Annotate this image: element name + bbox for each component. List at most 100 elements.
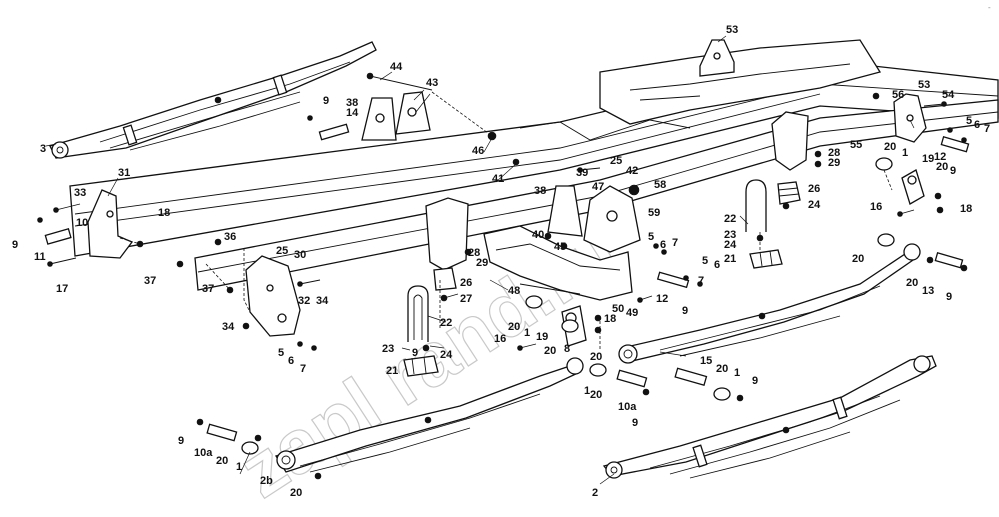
callout-42: 42	[626, 165, 638, 177]
callout-22: 22	[724, 213, 736, 225]
callout-26: 26	[808, 183, 820, 195]
callout-41: 41	[492, 173, 504, 185]
callout-1: 1	[236, 461, 242, 473]
callout-28: 28	[468, 247, 480, 259]
leader-lines	[45, 35, 915, 485]
callout-46: 46	[472, 145, 484, 157]
callout-34: 34	[222, 321, 235, 333]
callout-9: 9	[950, 165, 956, 177]
callout-49: 49	[626, 307, 638, 319]
callout-9: 9	[12, 239, 18, 251]
callout-9: 9	[323, 95, 329, 107]
callout-19: 19	[536, 331, 548, 343]
callout-29: 29	[476, 257, 488, 269]
callout-37: 37	[144, 275, 156, 287]
callout-9: 9	[632, 417, 638, 429]
callout-20: 20	[906, 277, 918, 289]
callout-27: 27	[460, 293, 472, 305]
spring-pad-21-right	[749, 249, 783, 269]
callout-23: 23	[724, 229, 736, 241]
callout-20: 20	[290, 487, 302, 499]
callout-5: 5	[648, 231, 654, 243]
callout-7: 7	[698, 275, 704, 287]
callout-18: 18	[960, 203, 972, 215]
callout-20: 20	[508, 321, 520, 333]
callout-40: 40	[532, 229, 544, 241]
callout-2: 2	[592, 487, 598, 499]
callout-9: 9	[682, 305, 688, 317]
callout-20: 20	[544, 345, 556, 357]
callout-39: 39	[576, 167, 588, 179]
callout-30: 30	[294, 249, 306, 261]
callout-28: 28	[828, 147, 840, 159]
callout-59: 59	[648, 207, 660, 219]
callout-9: 9	[752, 375, 758, 387]
callout-48: 48	[508, 285, 520, 297]
callout-20: 20	[716, 363, 728, 375]
callout-19: 19	[922, 153, 934, 165]
callout-1: 1	[584, 385, 590, 397]
callout-10: 10	[76, 217, 88, 229]
callout-8: 8	[564, 343, 570, 355]
callout-17: 17	[56, 283, 68, 295]
callout-1: 1	[734, 367, 740, 379]
callout-12: 12	[934, 151, 946, 163]
callout-36: 36	[224, 231, 236, 243]
callout-20: 20	[590, 389, 602, 401]
callout-24: 24	[724, 239, 737, 251]
leaf-spring-2	[602, 355, 937, 479]
callout-50: 50	[612, 303, 624, 315]
callout-20: 20	[936, 161, 948, 173]
callout-10a: 10a	[194, 447, 213, 459]
callout-31: 31	[118, 167, 130, 179]
callout-45: 45	[554, 241, 566, 253]
callout-24: 24	[440, 349, 453, 361]
pins-and-bushings	[44, 123, 970, 455]
callout-44: 44	[390, 61, 403, 73]
callout-24: 24	[808, 199, 821, 211]
bracket-25-left	[245, 255, 301, 337]
callout-6: 6	[714, 259, 720, 271]
frame-rail-left	[69, 59, 999, 257]
callout-55: 55	[850, 139, 862, 151]
callout-16: 16	[494, 333, 506, 345]
callout-54: 54	[942, 89, 955, 101]
bolts-and-nuts	[37, 72, 968, 480]
callout-32: 32	[298, 295, 310, 307]
callout-22: 22	[440, 317, 452, 329]
u-bolt-22-left	[407, 285, 429, 342]
assembly-lines	[119, 91, 893, 350]
callout-3: 3	[40, 143, 46, 155]
bracket-38-right	[547, 185, 641, 253]
callout-58: 58	[654, 179, 666, 191]
bracket-43	[361, 91, 431, 141]
callout-5: 5	[702, 255, 708, 267]
rear-shackle-19	[901, 169, 925, 205]
callout-15: 15	[700, 355, 712, 367]
callout-25: 25	[276, 245, 288, 257]
callout-16: 16	[870, 201, 882, 213]
callout-11: 11	[34, 251, 46, 263]
callout-10a: 10a	[618, 401, 637, 413]
callout-6: 6	[660, 239, 666, 251]
callout-29: 29	[828, 157, 840, 169]
callout-9: 9	[412, 347, 418, 359]
callout-21: 21	[386, 365, 398, 377]
corner-mark: -	[988, 3, 991, 12]
callout-1: 1	[902, 147, 908, 159]
callout-34: 34	[316, 295, 329, 307]
leaf-spring-2b	[275, 357, 584, 473]
callout-18: 18	[158, 207, 170, 219]
u-bolt-22-right	[745, 179, 767, 232]
callout-25: 25	[610, 155, 622, 167]
callout-47: 47	[592, 181, 604, 193]
rear-hanger-bracket	[771, 111, 809, 171]
spring-pad-21-left	[403, 355, 439, 377]
front-bracket-31	[87, 189, 134, 259]
leaf-spring-upper-right	[618, 243, 921, 364]
rear-bracket-53	[699, 39, 735, 77]
callout-2b: 2b	[260, 475, 273, 487]
bump-stop-26	[777, 181, 801, 205]
leaf-spring-3	[49, 41, 377, 159]
